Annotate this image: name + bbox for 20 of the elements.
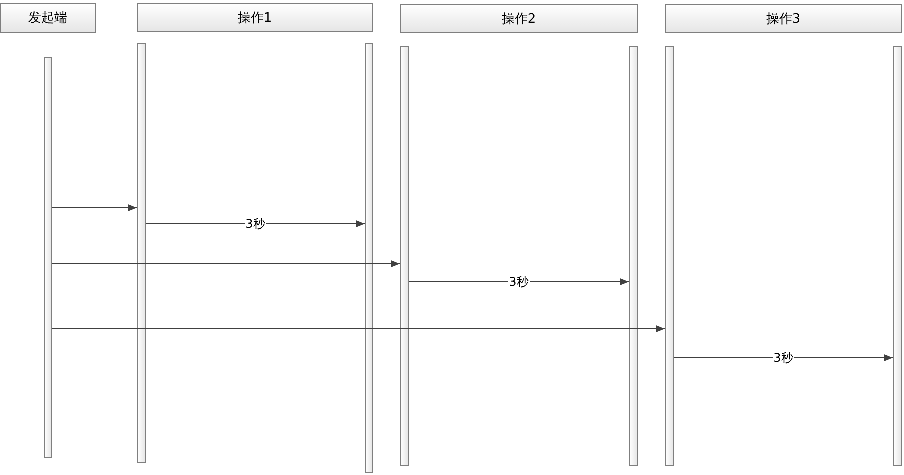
lifeline-bar: [44, 57, 52, 458]
arrow: [674, 354, 894, 362]
edge-label: 3秒: [772, 351, 794, 365]
lifeline-bar: [665, 46, 674, 466]
arrow: [52, 204, 138, 212]
lifeline-bar: [629, 46, 638, 466]
arrow: [408, 278, 630, 286]
edge-label: 3秒: [244, 217, 266, 231]
participant-box: 发起端: [0, 3, 96, 33]
lifeline-bar: [400, 46, 409, 466]
lifeline-bar: [137, 43, 146, 463]
participant-box: 操作1: [137, 3, 373, 32]
participant-box: 操作2: [400, 4, 638, 33]
arrow: [146, 220, 366, 228]
arrow: [52, 260, 400, 268]
edge-label: 3秒: [508, 275, 530, 289]
arrow: [52, 325, 666, 333]
lifeline-bar: [365, 43, 373, 473]
participant-box: 操作3: [665, 4, 902, 33]
lifeline-bar: [893, 46, 902, 466]
